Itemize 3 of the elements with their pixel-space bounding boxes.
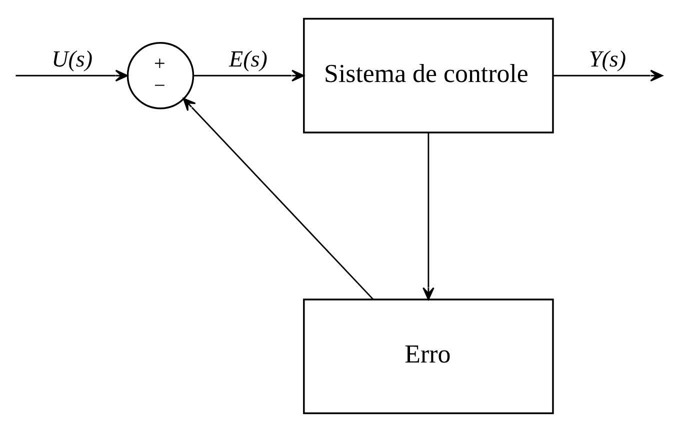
edge-label: Y(s) bbox=[588, 46, 626, 72]
edge-label: E(s) bbox=[229, 46, 268, 72]
edge-label: U(s) bbox=[52, 46, 93, 72]
